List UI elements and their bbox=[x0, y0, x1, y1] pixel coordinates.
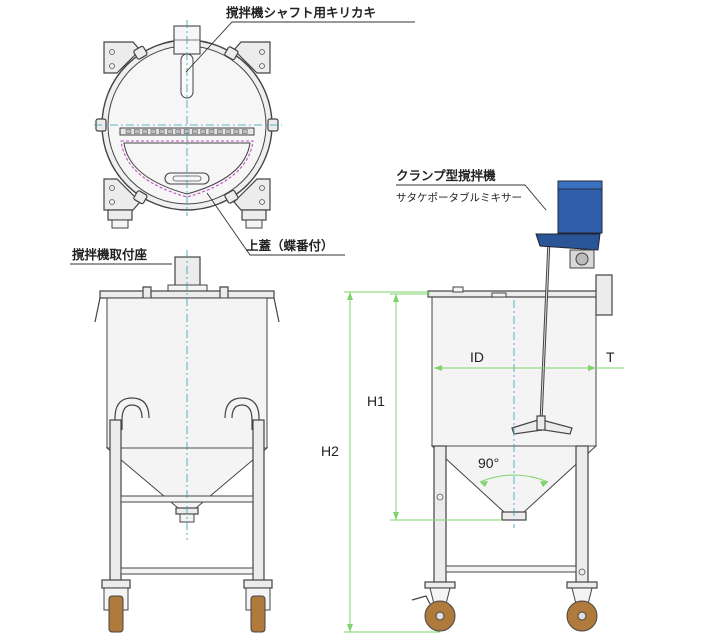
dim-h2: H2 bbox=[321, 443, 339, 459]
lid-gasket bbox=[120, 140, 254, 198]
hinge-tooth bbox=[200, 129, 206, 134]
hinge-tooth bbox=[134, 129, 140, 134]
side-caster-left bbox=[411, 581, 456, 632]
label-portable-mixer: サタケポータブルミキサー bbox=[396, 191, 522, 204]
hinge-tooth bbox=[241, 129, 248, 134]
lid-hinged-half bbox=[123, 142, 251, 195]
front-caster-left bbox=[101, 579, 131, 633]
label-clamp-mixer: クランプ型撹拌機 bbox=[396, 168, 496, 183]
lid-bracket-bottom-left bbox=[103, 178, 141, 229]
impeller bbox=[511, 415, 573, 435]
hinge-tooth bbox=[167, 129, 173, 134]
dim-id: ID bbox=[470, 349, 484, 365]
hinge-tooth bbox=[158, 129, 165, 134]
front-caster-right bbox=[243, 579, 273, 633]
hinge-tooth bbox=[225, 129, 231, 134]
lid-bracket-bottom-right bbox=[233, 178, 271, 229]
side-caster-right bbox=[566, 581, 598, 632]
hinge-tooth bbox=[208, 129, 215, 134]
lid-bracket-top-left bbox=[103, 41, 141, 74]
hinge-tooth bbox=[217, 129, 223, 134]
dim-t: T bbox=[606, 349, 615, 365]
dim-angle: 90° bbox=[478, 455, 499, 471]
top-view: 撹拌機シャフト用キリカキ 上蓋（蝶番付） bbox=[94, 5, 415, 256]
hinge-tooth bbox=[142, 129, 148, 134]
label-shaft-notch: 撹拌機シャフト用キリカキ bbox=[226, 5, 376, 20]
front-view: 撹拌機取付座 bbox=[70, 247, 280, 633]
hinge-tooth bbox=[192, 129, 198, 134]
mixer-motor bbox=[535, 180, 603, 269]
label-mount-seat: 撹拌機取付座 bbox=[72, 247, 148, 262]
hinge-tooth bbox=[233, 129, 240, 134]
hinge-tooth bbox=[150, 129, 157, 134]
lid-bracket-top-right bbox=[233, 41, 271, 74]
side-view: クランプ型撹拌機 サタケポータブルミキサー ID T bbox=[321, 168, 624, 633]
label-lid: 上蓋（蝶番付） bbox=[246, 238, 334, 253]
hinge-tooth bbox=[125, 129, 132, 134]
dim-h1: H1 bbox=[367, 393, 385, 409]
hinge-tooth bbox=[175, 129, 182, 134]
